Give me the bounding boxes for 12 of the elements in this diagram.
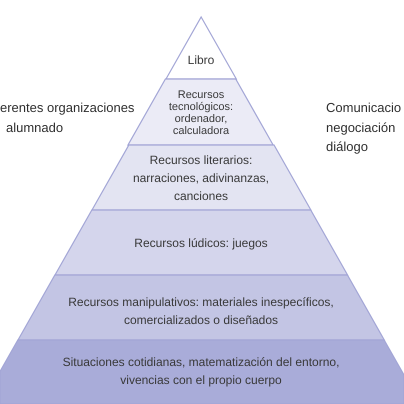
tier-label: Situaciones cotidianas, matematización del entorno, vivencias con el propio cuerpo: [62, 354, 340, 389]
pyramid-tier: [18, 275, 384, 340]
pyramid-tier: [92, 145, 310, 210]
tier-label: Libro: [188, 53, 214, 67]
tier-label: Recursos tecnológicos: ordenador, calculadora: [168, 89, 234, 137]
side-label: Comunicacio negociación diálogo: [326, 99, 402, 156]
pyramid-tier: [0, 340, 404, 404]
tier-label: Recursos lúdicos: juegos: [134, 235, 268, 252]
tier-label: Recursos manipulativos: materiales inespecíficos, comercializados o diseñados: [67, 294, 335, 329]
pyramid-tier: [54, 210, 348, 275]
tier-label: Recursos literarios: narraciones, adivinanzas, canciones: [132, 152, 270, 205]
side-label: erentes organizaciones alumnado: [0, 99, 136, 136]
